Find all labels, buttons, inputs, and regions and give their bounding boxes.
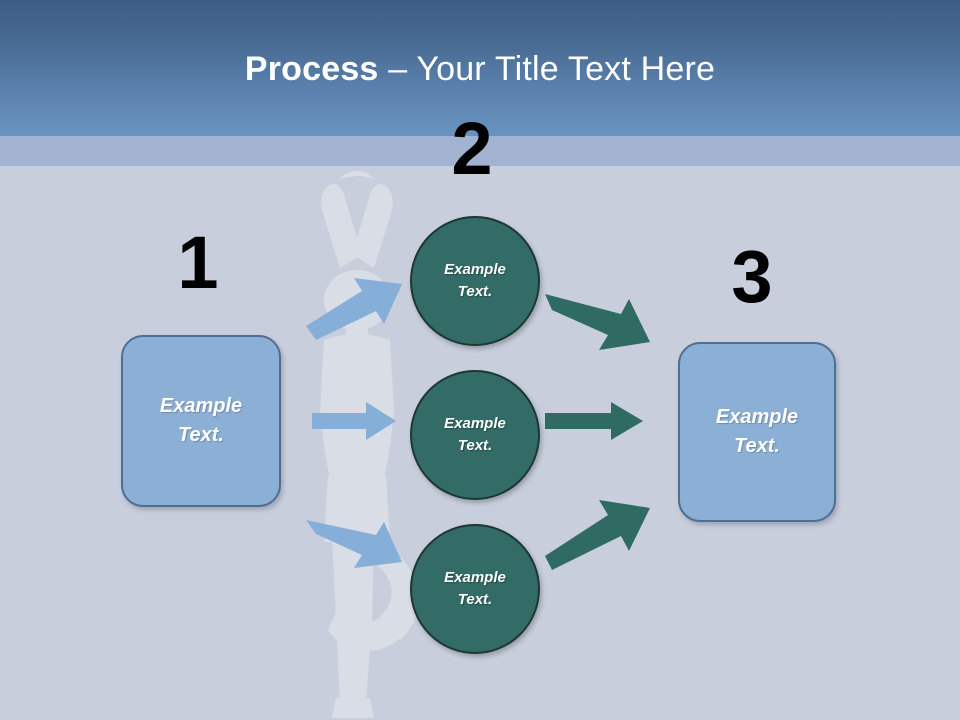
process-circle-bottom-line-1: Example: [444, 569, 506, 586]
title-band: [0, 0, 960, 136]
process-circle-middle[interactable]: Example Text.: [410, 370, 540, 500]
arrow-teal-right-icon: [545, 402, 643, 440]
start-box-text: Example Text.: [160, 392, 242, 450]
process-circle-middle-line-2: Text.: [457, 437, 493, 454]
process-circle-bottom[interactable]: Example Text.: [410, 524, 540, 654]
step-number-3: 3: [731, 235, 773, 318]
process-circle-top-line-2: Text.: [457, 283, 493, 300]
start-box-line-1: Example: [159, 395, 243, 417]
end-box-line-1: Example: [715, 406, 799, 428]
start-box-line-2: Text.: [178, 424, 224, 446]
process-circle-middle-text: Example Text.: [444, 413, 506, 457]
process-circle-bottom-text: Example Text.: [444, 567, 506, 611]
page-title: Process – Your Title Text Here: [0, 49, 960, 89]
process-circle-bottom-line-2: Text.: [457, 591, 493, 608]
yoga-silhouette-image: [320, 171, 419, 718]
arrow-teal-down-right-icon: [545, 294, 650, 350]
step-number-1: 1: [177, 221, 219, 304]
end-box-line-2: Text.: [734, 435, 780, 457]
process-circle-top-text: Example Text.: [444, 259, 506, 303]
step-number-2: 2: [451, 107, 493, 190]
arrow-blue-right-icon: [312, 402, 396, 440]
arrow-blue-up-right-icon: [306, 278, 402, 340]
page-title-rest: – Your Title Text Here: [378, 50, 716, 88]
arrow-teal-up-right-icon: [545, 500, 650, 570]
process-circle-top[interactable]: Example Text.: [410, 216, 540, 346]
arrow-blue-down-right-icon: [306, 520, 402, 568]
process-circle-top-line-1: Example: [444, 261, 506, 278]
title-band-accent: [0, 136, 960, 166]
process-circle-middle-line-1: Example: [444, 415, 506, 432]
end-box[interactable]: Example Text.: [678, 342, 836, 522]
end-box-text: Example Text.: [716, 403, 798, 461]
page-title-bold: Process: [244, 50, 379, 88]
start-box[interactable]: Example Text.: [121, 335, 281, 507]
